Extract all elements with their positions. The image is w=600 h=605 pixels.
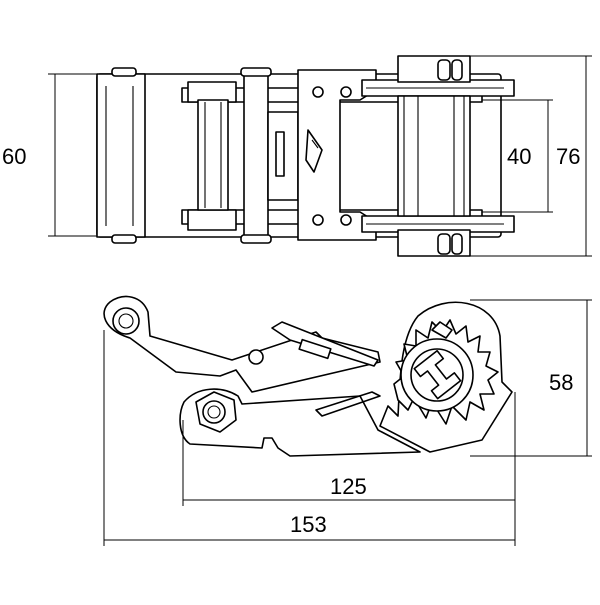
dimension-label-58: 58 [549,370,573,395]
side-view-dimensions: 58 125 153 [103,299,592,546]
dimension-label-40: 40 [507,144,531,169]
dimension-label-153: 153 [290,512,327,537]
dimension-label-125: 125 [330,474,367,499]
dimension-label-76: 76 [556,144,580,169]
dimension-label-60: 60 [2,144,26,169]
top-view-dimensions: 60 40 76 [2,55,592,257]
top-view [96,55,515,257]
side-view [103,295,513,457]
